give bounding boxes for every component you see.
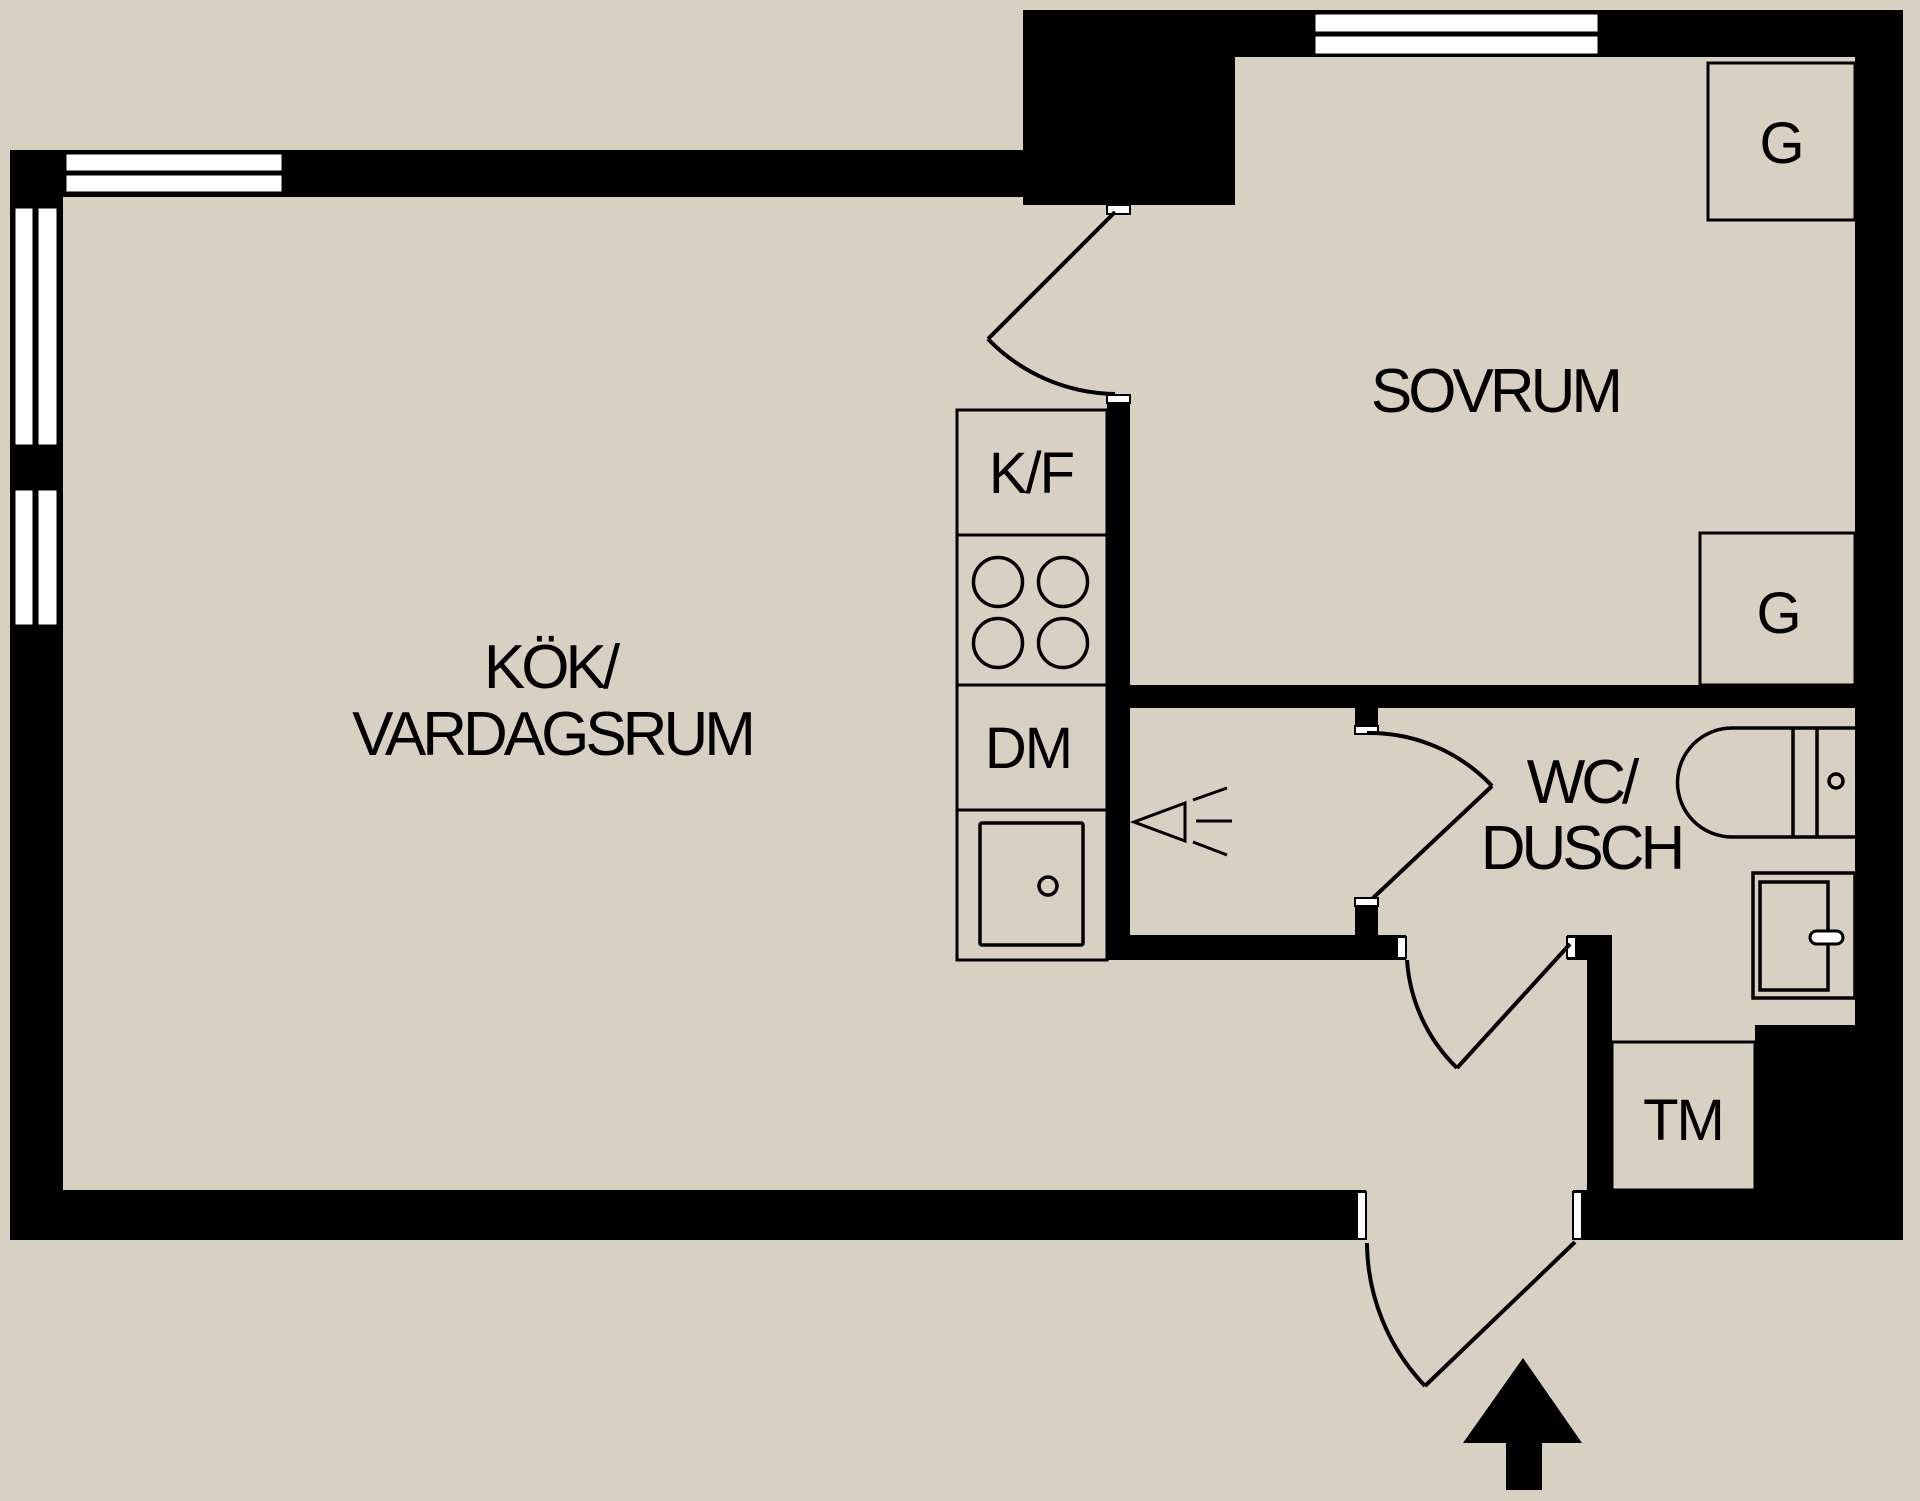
toilet-icon — [1675, 726, 1855, 839]
door-jamb — [1354, 725, 1379, 735]
room-label-bathroom-line2: DUSCH — [1481, 814, 1681, 883]
door-hall-bathroom — [1354, 725, 1494, 907]
wall-vestibule-tm — [1587, 935, 1612, 1190]
fixture-label-wardrobe-top: G — [1759, 111, 1802, 176]
door-jamb — [1106, 204, 1131, 215]
wall-right — [1855, 10, 1903, 1240]
doors — [986, 204, 1583, 1388]
door-jamb — [1572, 1191, 1583, 1240]
fixture-label-dishwasher: DM — [985, 716, 1071, 781]
door-jamb — [1354, 897, 1379, 907]
bathroom-fixtures — [1610, 726, 1857, 1192]
sink-icon — [955, 808, 1109, 962]
ventilation-icon — [1129, 786, 1232, 857]
window-kitchen-top — [63, 151, 285, 195]
labels: KÖK/ VARDAGSRUM SOVRUM WC/ DUSCH K/F DM … — [352, 111, 1804, 1153]
fixture-label-fridge-freezer: K/F — [989, 441, 1074, 506]
kitchen-fixtures — [955, 408, 1109, 962]
room-label-bathroom-line1: WC/ — [1527, 748, 1640, 817]
room-label-kitchen-living-line1: KÖK/ — [484, 633, 621, 702]
window-bedroom-top — [1312, 11, 1601, 57]
wardrobe-box-mid — [1698, 531, 1857, 687]
room-label-bedroom: SOVRUM — [1371, 357, 1619, 426]
door-swing-arc — [1365, 1242, 1427, 1388]
wall-kitchen-column — [1107, 395, 1130, 960]
door-swing-arc — [1405, 959, 1459, 1070]
door-jamb — [1356, 1191, 1367, 1240]
window-left-lower — [12, 487, 60, 628]
walls — [10, 10, 1903, 1240]
fixture-label-wardrobe-mid: G — [1756, 581, 1799, 646]
wall-bathroom-west-stub-top — [1355, 708, 1378, 726]
wardrobes — [1698, 61, 1857, 687]
wall-bedroom-bathroom — [1107, 685, 1855, 708]
wall-bottom-left — [10, 1190, 1366, 1240]
windows — [12, 11, 1601, 628]
wardrobe-box-top — [1706, 61, 1857, 222]
door-leaf — [1455, 942, 1572, 1070]
door-leaf — [986, 210, 1117, 341]
wall-shower-chunk — [1755, 1025, 1855, 1195]
wall-bottom-right — [1573, 1190, 1903, 1240]
entrance-arrow-icon — [1463, 1358, 1582, 1490]
door-leaf — [1371, 784, 1494, 900]
shower-icon — [1751, 871, 1857, 1000]
door-entrance — [1356, 1191, 1583, 1388]
fixture-label-washing-machine: TM — [1643, 1088, 1723, 1153]
door-jamb — [1106, 394, 1131, 404]
door-swing-arc — [986, 337, 1116, 396]
door-leaf — [1423, 1240, 1577, 1388]
room-label-kitchen-living-line2: VARDAGSRUM — [352, 700, 752, 769]
door-swing-arc — [1366, 730, 1494, 788]
washing-machine-box — [1610, 1040, 1757, 1192]
door-jamb — [1396, 936, 1407, 959]
window-left-upper — [12, 205, 60, 448]
door-kitchen-bedroom — [986, 204, 1131, 404]
wall-hall-bottom — [1107, 935, 1406, 960]
door-vestibule-bathroom — [1396, 936, 1577, 1070]
